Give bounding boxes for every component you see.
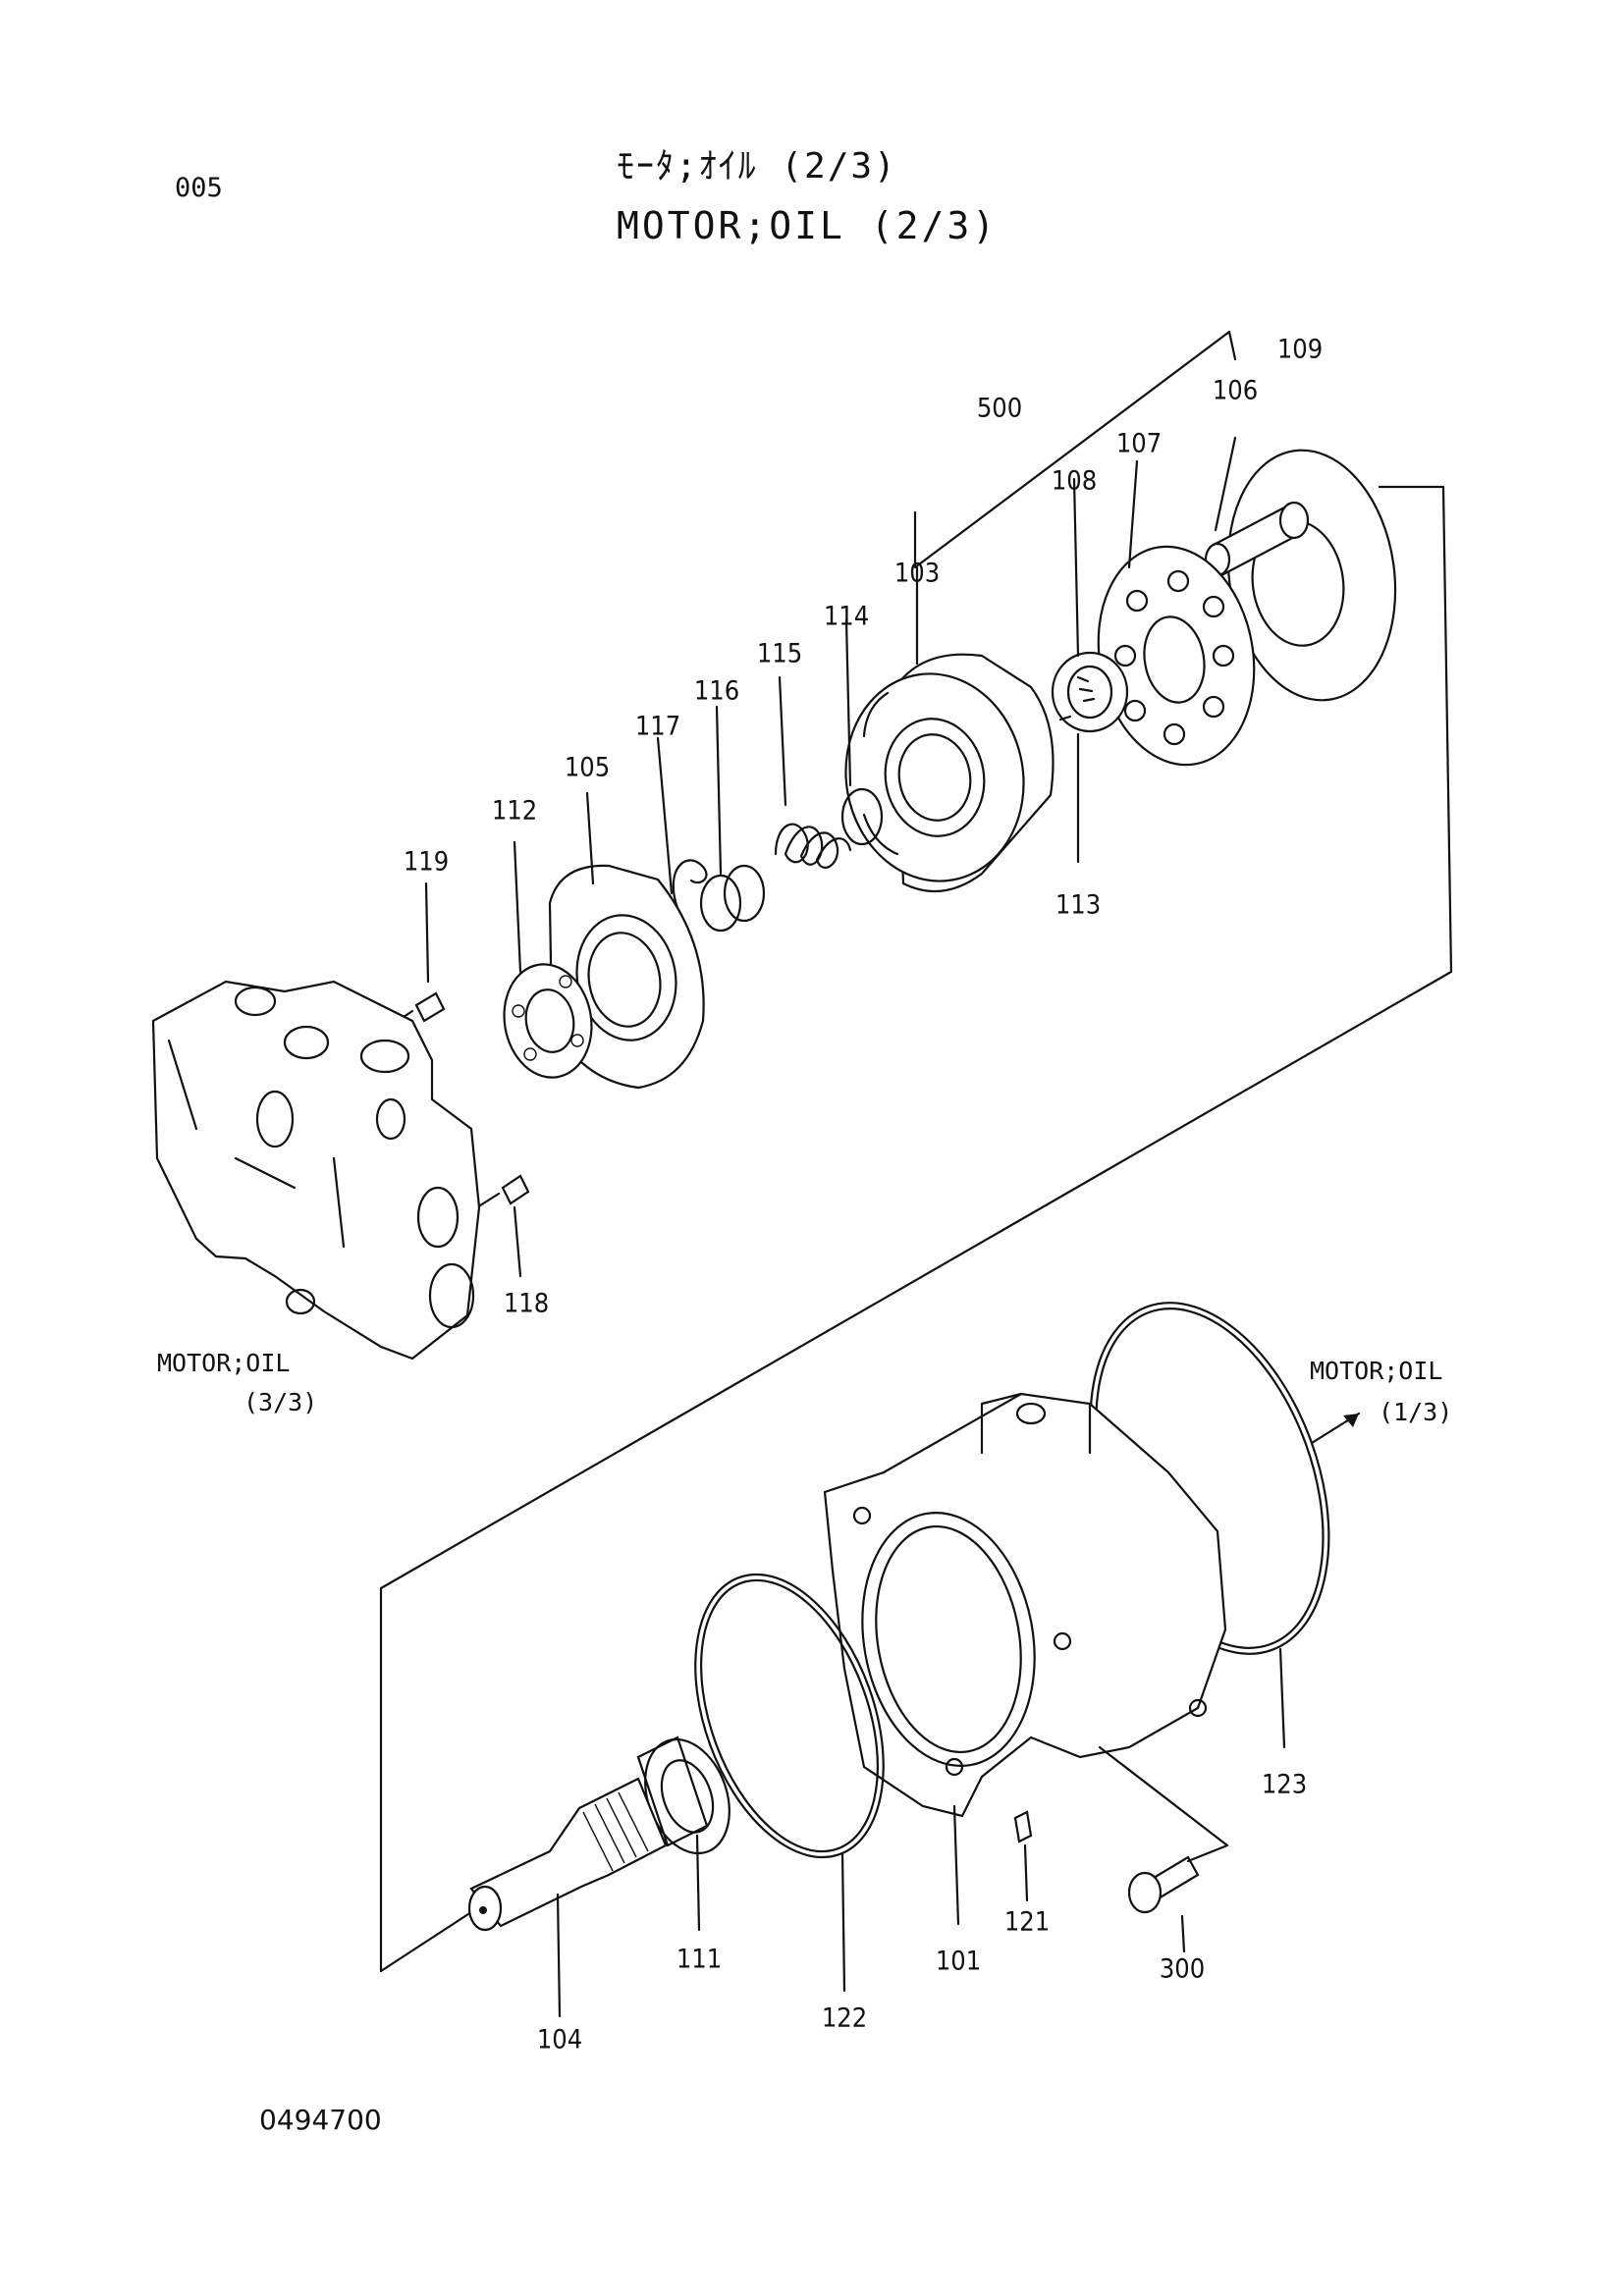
cross-ref-arrow [1310,1412,1361,1445]
callout-122: 122 [821,2002,868,2034]
drawing-number: 0494700 [259,2104,382,2136]
cross-ref-left-line1: MOTOR;OIL [157,1349,291,1377]
cross-ref-right-line2: (1/3) [1379,1398,1453,1426]
callout-105: 105 [564,752,611,783]
callout-113: 113 [1055,889,1102,921]
callout-114: 114 [823,601,870,632]
part-112-bearing [503,840,593,1079]
cross-ref-left-line2: (3/3) [243,1388,318,1416]
callout-116: 116 [693,675,740,707]
title-japanese: ﾓｰﾀ;ｵｲﾙ (2/3) [617,146,897,187]
callout-106: 106 [1212,375,1259,406]
callout-119: 119 [403,846,450,878]
callout-109: 109 [1276,334,1324,365]
part-117-snap-ring [656,736,708,910]
valve-block-housing [151,980,481,1361]
part-300-bolt [1098,1745,1229,1953]
assembly-500-bracket [913,330,1237,569]
callout-500: 500 [976,393,1023,424]
callout-118: 118 [503,1288,550,1319]
part-104-shaft [467,1777,668,2018]
page-code: 005 [175,173,223,203]
part-101-casing [823,1392,1227,1926]
callout-103: 103 [893,558,941,589]
callout-101: 101 [935,1946,982,1977]
assembly-outline-lines [379,485,1453,1973]
part-107-retainer-plate [1097,459,1256,767]
part-114-ring [840,618,884,846]
part-108-bush [1051,477,1129,864]
part-122-oring [694,1573,885,1993]
part-118-pin [475,1174,530,1278]
callout-104: 104 [536,2024,583,2056]
callout-112: 112 [491,795,538,827]
part-115-spring [774,675,852,869]
part-119-pin [387,881,446,1029]
callout-111: 111 [676,1944,723,1975]
callout-121: 121 [1003,1906,1051,1938]
part-121-plug [1013,1810,1033,1902]
cross-ref-right-line1: MOTOR;OIL [1310,1357,1443,1385]
callout-123: 123 [1261,1769,1308,1800]
callout-117: 117 [634,711,681,742]
callout-115: 115 [756,638,803,669]
callout-300: 300 [1159,1953,1206,1985]
callout-107: 107 [1115,428,1163,459]
part-116-spacer [699,705,766,933]
part-103-cylinder-block [844,565,1055,893]
title-english: MOTOR;OIL (2/3) [617,204,999,247]
callout-108: 108 [1051,465,1098,497]
part-106-pin [1204,436,1310,577]
